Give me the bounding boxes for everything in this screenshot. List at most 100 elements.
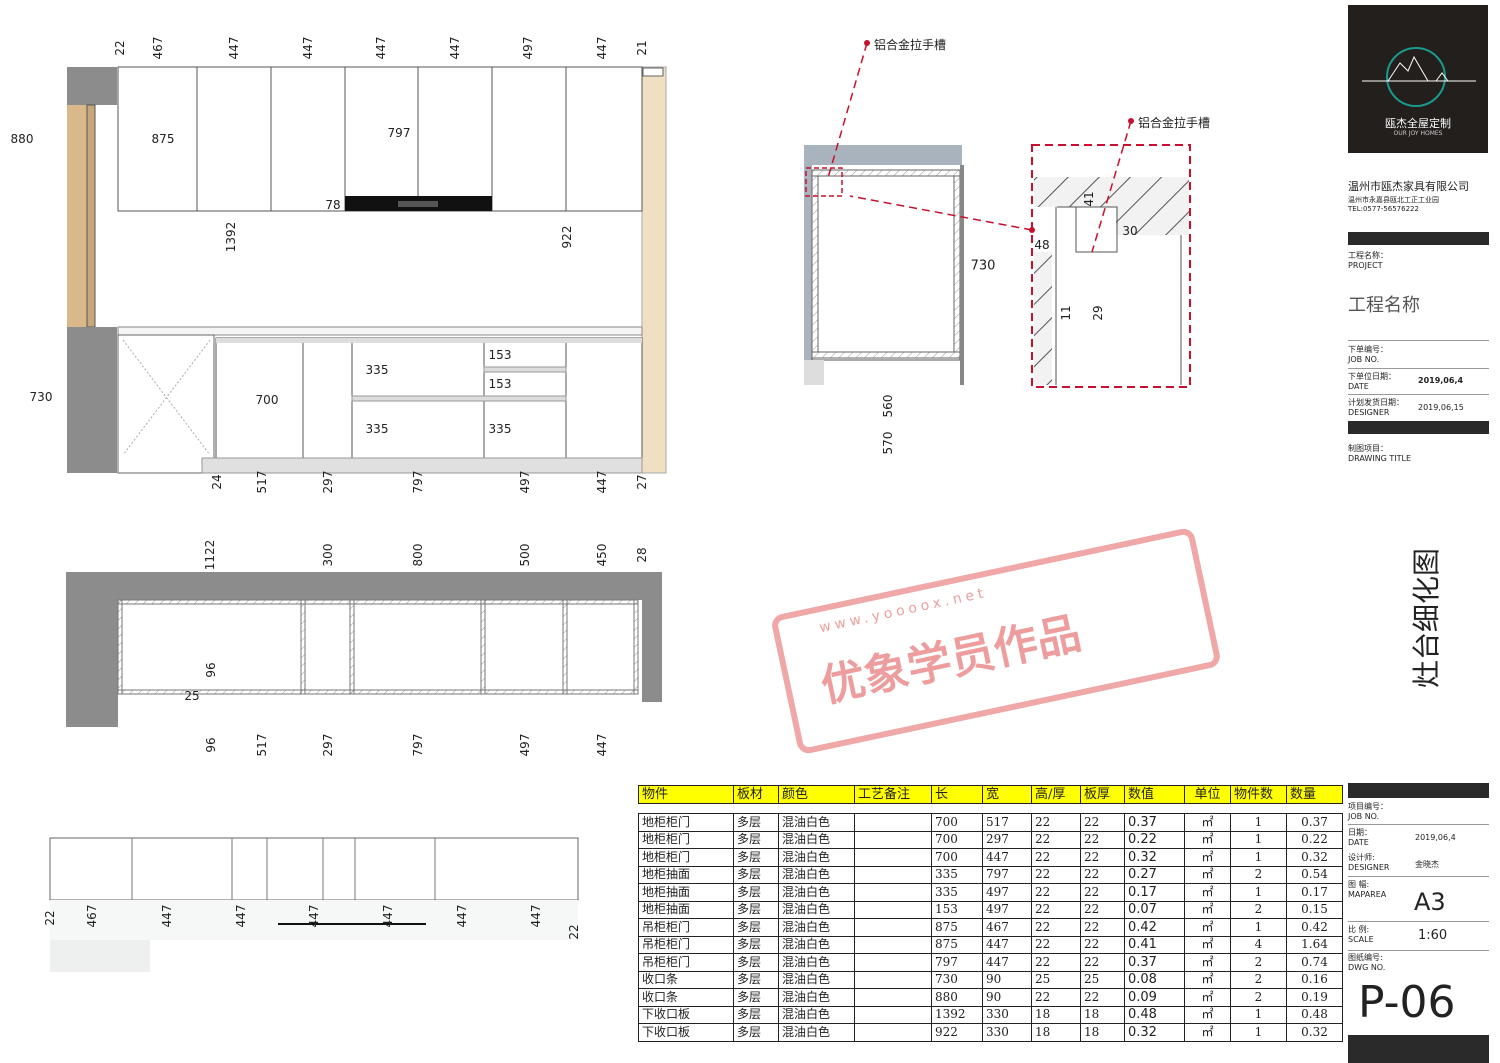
table-cell: 混油白色 <box>778 813 855 832</box>
dimension-label: 41 <box>1082 191 1096 207</box>
table-cell: 长 <box>931 785 983 804</box>
table-cell: 混油白色 <box>778 1005 855 1024</box>
table-cell <box>854 970 932 989</box>
table-cell: 497 <box>982 883 1032 902</box>
dimension-label: 335 <box>365 422 389 436</box>
dimension-label: 297 <box>321 733 335 757</box>
table-cell: 517 <box>982 813 1032 832</box>
table-cell: 单位 <box>1184 785 1231 804</box>
table-cell: 0.08 <box>1124 970 1185 989</box>
table-cell: 22 <box>1031 953 1081 972</box>
table-cell: 447 <box>982 935 1032 954</box>
table-cell <box>854 1023 932 1042</box>
table-cell: 22 <box>1031 865 1081 884</box>
dimension-label: 29 <box>1091 305 1105 321</box>
dimension-label: 450 <box>595 543 609 567</box>
table-cell: ㎡ <box>1184 970 1231 989</box>
table-cell: 多层 <box>733 813 779 832</box>
table-cell: 22 <box>1080 813 1125 832</box>
dimension-label: 570 <box>881 431 895 455</box>
countertop-strip <box>49 837 579 972</box>
dimension-label: 335 <box>488 422 512 436</box>
table-cell: 22 <box>1080 865 1125 884</box>
dimension-label: 500 <box>518 543 532 567</box>
dimension-label: 447 <box>455 904 469 928</box>
dimension-label: 447 <box>227 36 241 60</box>
table-cell: 0.17 <box>1124 883 1185 902</box>
dimension-label: 447 <box>374 36 388 60</box>
table-cell: 297 <box>982 830 1032 849</box>
cabinet-plan <box>66 572 662 727</box>
dimension-label: 560 <box>881 394 895 418</box>
table-cell: 1 <box>1230 830 1287 849</box>
table-cell: 22 <box>1080 883 1125 902</box>
table-cell: 0.22 <box>1286 830 1343 849</box>
table-cell: 730 <box>931 970 983 989</box>
table-cell: 0.19 <box>1286 988 1343 1007</box>
mountain-logo-icon <box>1362 47 1476 107</box>
table-cell: 地柜柜门 <box>638 848 734 867</box>
designer-label: 设计师:DESIGNER <box>1348 853 1390 872</box>
table-cell: 1 <box>1230 848 1287 867</box>
drawing-title-label: 制图项目：DRAWING TITLE <box>1348 444 1412 463</box>
table-cell: 0.37 <box>1286 813 1343 832</box>
dimension-label: 447 <box>595 470 609 494</box>
table-cell: 地柜抽面 <box>638 883 734 902</box>
table-cell: ㎡ <box>1184 1005 1231 1024</box>
table-cell: 多层 <box>733 953 779 972</box>
job-no-label: 项目编号：JOB NO. <box>1348 802 1388 821</box>
dimension-label: 1122 <box>203 539 217 571</box>
table-cell <box>854 830 932 849</box>
table-cell: 18 <box>1031 1023 1081 1042</box>
table-cell <box>854 865 932 884</box>
table-cell <box>854 953 932 972</box>
table-cell: ㎡ <box>1184 988 1231 1007</box>
dimension-label: 28 <box>635 547 649 563</box>
table-cell: 22 <box>1031 988 1081 1007</box>
table-cell: 335 <box>931 865 983 884</box>
dimension-label: 797 <box>387 126 411 140</box>
table-cell: 0.15 <box>1286 900 1343 919</box>
table-cell: 700 <box>931 848 983 867</box>
table-cell: 0.42 <box>1286 918 1343 937</box>
project-name: 工程名称 <box>1348 295 1420 316</box>
table-cell: 0.17 <box>1286 883 1343 902</box>
order-no-label: 下单编号：JOB NO. <box>1348 345 1388 364</box>
table-cell: 2 <box>1230 865 1287 884</box>
dimension-label: 22 <box>567 924 581 940</box>
dimension-label: 497 <box>521 36 535 60</box>
table-cell: 1 <box>1230 1005 1287 1024</box>
table-cell: 0.32 <box>1124 848 1185 867</box>
table-cell: 地柜抽面 <box>638 865 734 884</box>
table-cell: 混油白色 <box>778 970 855 989</box>
table-cell: 0.42 <box>1124 918 1185 937</box>
table-cell: 混油白色 <box>778 865 855 884</box>
dimension-label: 22 <box>113 40 127 56</box>
table-cell: 吊柜柜门 <box>638 953 734 972</box>
table-cell: ㎡ <box>1184 848 1231 867</box>
table-cell: 0.32 <box>1124 1023 1185 1042</box>
cabinet-section <box>804 40 1191 388</box>
table-cell: 1 <box>1230 918 1287 937</box>
dimension-label: 1392 <box>224 221 238 253</box>
table-cell: 混油白色 <box>778 935 855 954</box>
scale-label: 比 例:SCALE <box>1348 925 1374 944</box>
table-cell: 0.32 <box>1286 1023 1343 1042</box>
table-cell: ㎡ <box>1184 813 1231 832</box>
dimension-label: 875 <box>151 132 175 146</box>
dimension-label: 153 <box>488 348 512 362</box>
table-cell: ㎡ <box>1184 953 1231 972</box>
table-cell: 153 <box>931 900 983 919</box>
table-cell: 0.16 <box>1286 970 1343 989</box>
dimension-label: 297 <box>321 470 335 494</box>
kitchen-elevation <box>67 66 667 474</box>
dimension-label: 497 <box>518 470 532 494</box>
table-cell: 收口条 <box>638 988 734 1007</box>
table-cell: 物件数 <box>1230 785 1287 804</box>
dimension-label: 800 <box>411 543 425 567</box>
table-cell: 地柜柜门 <box>638 830 734 849</box>
table-cell: 447 <box>982 848 1032 867</box>
table-cell: 875 <box>931 935 983 954</box>
